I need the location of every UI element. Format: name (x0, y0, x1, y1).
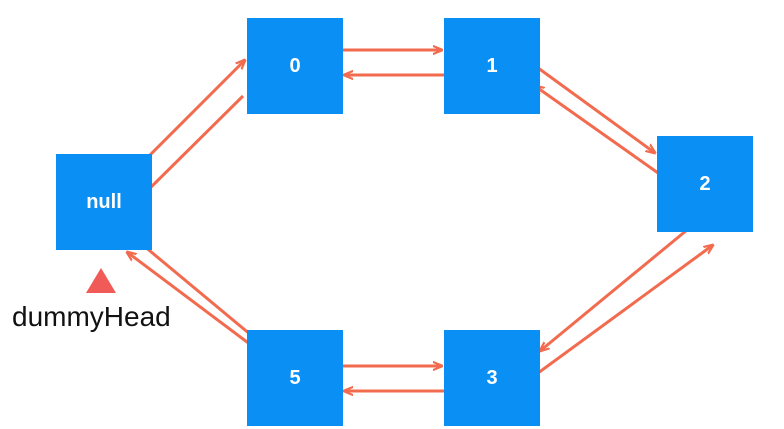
dummy-head-label: dummyHead (12, 301, 171, 332)
arrows-group (125, 50, 713, 391)
node-2: 2 (657, 136, 753, 232)
node-3: 3 (444, 330, 540, 426)
node-1: 1 (444, 18, 540, 114)
node-label: 5 (289, 366, 301, 389)
arrow-5-to-null (127, 252, 264, 356)
arrow-1-to-2 (522, 55, 655, 153)
node-null: null (56, 154, 152, 250)
node-label: 3 (486, 366, 498, 389)
node-label: 1 (486, 54, 498, 77)
arrow-3-to-2 (522, 245, 713, 386)
arrow-2-to-3 (540, 228, 688, 351)
arrow-0-to-null (138, 94, 245, 200)
node-0: 0 (247, 18, 343, 114)
node-label: null (86, 190, 122, 213)
node-5: 5 (247, 330, 343, 426)
triangle-up-icon (86, 268, 116, 293)
node-label: 2 (699, 172, 711, 195)
arrow-2-to-1 (535, 86, 669, 182)
arrow-null-to-0 (135, 60, 245, 170)
node-label: 0 (289, 54, 301, 77)
